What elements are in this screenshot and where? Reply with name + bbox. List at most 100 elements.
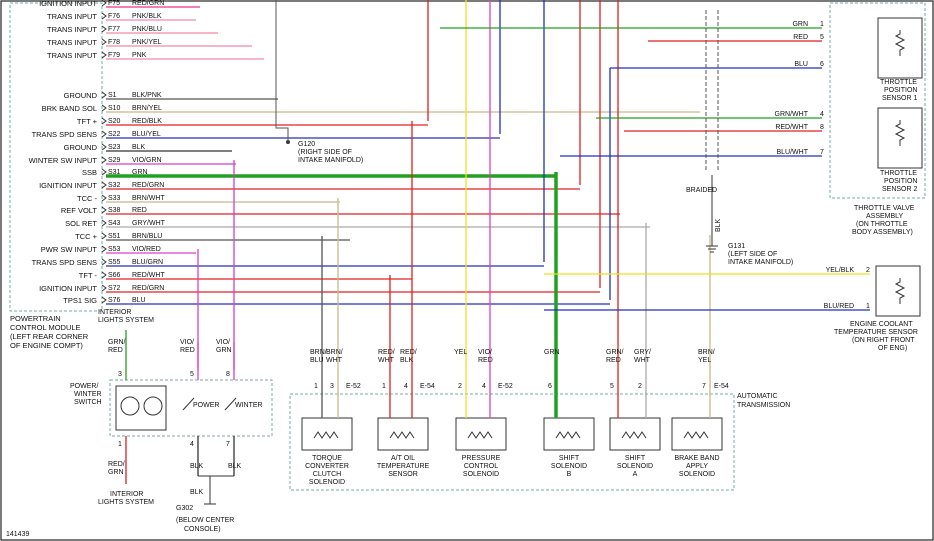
switch-bottom-wire-label: GRN: [108, 469, 124, 476]
pcm-pin-code: F75: [108, 0, 120, 7]
tps-pin-number: 4: [820, 111, 824, 118]
conn-e54-a: E-54: [420, 383, 435, 390]
pcm-pin-terminal-icon: [101, 284, 107, 292]
pcm-wire-color-label: VIO/RED: [132, 246, 161, 253]
trans-wire-label: VIO/: [478, 349, 492, 356]
lamp-icon-2: [143, 396, 163, 416]
pcm-pin-label: TRANS INPUT: [47, 51, 97, 60]
pcm-pin-code: S1: [108, 92, 117, 99]
trans-component-body: [543, 417, 595, 451]
pcm-pin-code: F78: [108, 39, 120, 46]
pcm-pin-terminal-icon: [101, 219, 107, 227]
lamp-icon-1: [120, 396, 140, 416]
pcm-pin-terminal-icon: [101, 296, 107, 304]
trans-wire-label: WHT: [378, 357, 395, 364]
pcm-wires: [106, 0, 711, 378]
trans-component-label: SHIFT: [559, 455, 580, 462]
pcm-pin-code: S51: [108, 233, 121, 240]
trans-component-label: SOLENOID: [309, 479, 345, 486]
conn-e52-b: E-52: [498, 383, 513, 390]
ect-label-3: (ON RIGHT FRONT: [852, 337, 915, 344]
pcm-pin-label: REF VOLT: [61, 206, 98, 215]
switch-top-pin: 3: [118, 371, 122, 378]
coil-icon: [467, 431, 493, 439]
pcm-pin-code: S43: [108, 220, 121, 227]
switch-bottom-wire-label: BLK: [228, 463, 242, 470]
pcm-pin-terminal-icon: [101, 38, 107, 46]
pcm-pin-code: F77: [108, 26, 120, 33]
tps2-label-1: THROTTLE: [880, 170, 917, 177]
switch-label-2: WINTER: [74, 391, 102, 398]
trans-component-body: [455, 417, 507, 451]
trans-wire-label: GRY/: [634, 349, 651, 356]
pcm-pin-label: SSB: [82, 168, 97, 177]
pcm-wire-color-label: PNK/YEL: [132, 39, 162, 46]
pcm-pin-terminal-icon: [101, 0, 107, 7]
trans-component-label: SOLENOID: [551, 463, 587, 470]
tps-wire-label: GRN/WHT: [775, 111, 809, 118]
switch-label-1: POWER/: [70, 383, 98, 390]
trans-wire-label: WHT: [634, 357, 651, 364]
switch-top-wire-label: GRN: [216, 347, 232, 354]
g120-label-1: G120: [298, 141, 315, 148]
tps-wire-label: RED/WHT: [775, 124, 808, 131]
tps2-label-3: SENSOR 2: [882, 186, 918, 193]
trans-component-label: CLUTCH: [313, 471, 341, 478]
pcm-wire-color-label: BRN/YEL: [132, 105, 162, 112]
trans-pin-number: 2: [458, 383, 462, 390]
coil-icon: [683, 431, 709, 439]
pcm-wire-color-label: VIO/GRN: [132, 157, 162, 164]
tva-label-2: ASSEMBLY: [866, 213, 904, 220]
tps1-body: [877, 17, 923, 79]
trans-wire-label: GRN/: [606, 349, 624, 356]
pcm-pin-terminal-icon: [101, 206, 107, 214]
pcm-wire-color-label: BLU: [132, 297, 146, 304]
switch-top-wire-label: RED: [108, 347, 123, 354]
trans-component-label: SOLENOID: [463, 471, 499, 478]
coil-icon: [621, 431, 647, 439]
g120-label-2: (RIGHT SIDE OF: [298, 149, 352, 156]
switch-label-3: SWITCH: [74, 399, 102, 406]
trans-pin-number: 7: [702, 383, 706, 390]
pcm-pin-terminal-icon: [101, 194, 107, 202]
tva-label-1: THROTTLE VALVE: [854, 205, 915, 212]
pcm-wire-color-label: GRY/WHT: [132, 220, 166, 227]
pcm-title-2: CONTROL MODULE: [10, 323, 81, 332]
ect-wire-label: BLU/RED: [824, 303, 854, 310]
pcm-pin-code: S10: [108, 105, 121, 112]
tps-pin-number: 7: [820, 149, 824, 156]
switch-top-pin: 8: [226, 371, 230, 378]
ect-label-1: ENGINE COOLANT: [850, 321, 913, 328]
pcm-pin-label: PWR SW INPUT: [41, 245, 98, 254]
trans-pin-number: 4: [404, 383, 408, 390]
pcm-wire-color-label: PNK/BLK: [132, 13, 162, 20]
trans-component-body: [301, 417, 353, 451]
trans-pin-number: 1: [382, 383, 386, 390]
pcm-pin-code: S31: [108, 169, 121, 176]
pcm-pin-label: TPS1 SIG: [63, 296, 97, 305]
g131-label-1: G131: [728, 243, 745, 250]
pcm-pin-label: TFT -: [79, 271, 98, 280]
trans-component-label: PRESSURE: [462, 455, 501, 462]
pcm-pin-label: IGNITION INPUT: [39, 284, 97, 293]
ils-bottom-1: INTERIOR: [110, 491, 143, 498]
braided-wire-label: BLK: [715, 218, 722, 232]
tva-label-3: (ON THROTTLE: [856, 221, 908, 228]
g120-wire: [275, 0, 289, 142]
braided-label: BRAIDED: [686, 187, 717, 194]
coil-icon: [313, 431, 339, 439]
tps-pin-number: 1: [820, 21, 824, 28]
pcm-pin-label: BRK BAND SOL: [42, 104, 97, 113]
trans-wire-label: YEL: [698, 357, 711, 364]
winter-contact-icon: [224, 397, 237, 411]
pcm-pin-code: F79: [108, 52, 120, 59]
switch-top-wire-label: VIO/: [180, 339, 194, 346]
trans-component-label: SHIFT: [625, 455, 646, 462]
tps1-resistor-icon: [894, 30, 906, 56]
pcm-pin-label: IGNITION INPUT: [39, 0, 97, 8]
pcm-pin-code: S66: [108, 272, 121, 279]
tps-wire-label: BLU: [794, 61, 808, 68]
